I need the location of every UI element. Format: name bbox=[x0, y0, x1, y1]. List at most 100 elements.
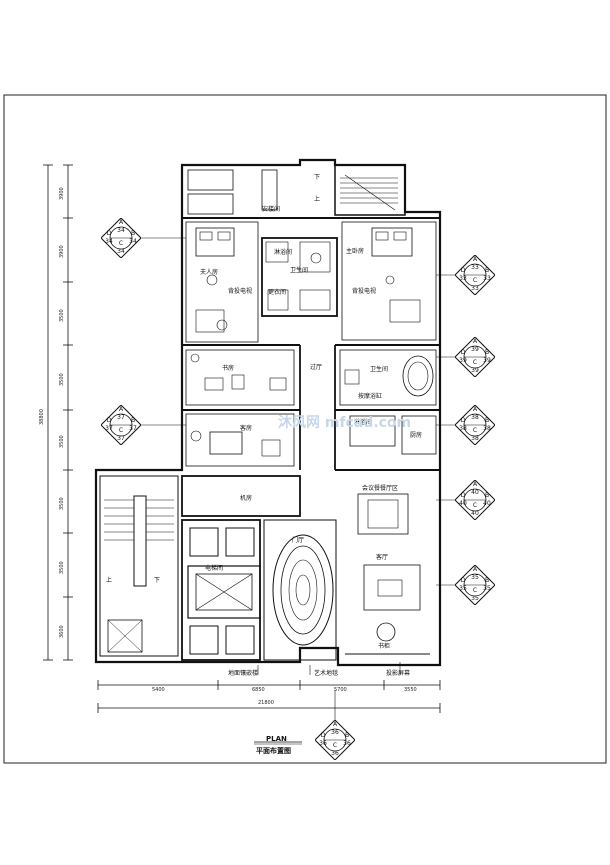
tag-40-n3: 40 bbox=[471, 510, 479, 517]
dim-left-6: 3500 bbox=[59, 497, 65, 510]
tag-38-n4: 38 bbox=[459, 425, 467, 432]
label-study: 书房 bbox=[222, 365, 235, 372]
tag-39-d: D bbox=[460, 349, 466, 356]
label-machine-room: 机房 bbox=[240, 495, 253, 502]
tag-34-n2: 34 bbox=[129, 238, 137, 245]
elevation-tag-33: A 33 D 33 B 33 C 33 bbox=[455, 255, 495, 295]
tag-39-c: C bbox=[472, 359, 478, 366]
tag-37-n4: 37 bbox=[105, 425, 113, 432]
dim-bottom-1: 5400 bbox=[152, 687, 165, 693]
tag-39-n2: 39 bbox=[483, 357, 491, 364]
tag-40-a: A bbox=[472, 481, 478, 488]
tag-34-n1: 34 bbox=[117, 227, 125, 234]
dim-left-total: 38800 bbox=[39, 409, 45, 425]
label-wc-center: 卫生间 bbox=[290, 267, 309, 274]
watermark: 沐风网 mfcad.com bbox=[278, 415, 412, 431]
tag-37-n1: 37 bbox=[117, 414, 125, 421]
plan-title-en: PLAN bbox=[266, 735, 287, 743]
label-down-left: 下 bbox=[154, 577, 161, 584]
label-shower-room: 淋浴间 bbox=[354, 419, 373, 426]
dim-left-5: 3500 bbox=[59, 435, 65, 448]
tag-36-n4: 36 bbox=[319, 740, 327, 747]
tag-36-n2: 36 bbox=[343, 740, 351, 747]
label-master-bedroom: 主卧房 bbox=[346, 248, 365, 255]
tag-40-n1: 40 bbox=[471, 489, 479, 496]
label-guest-room: 客房 bbox=[240, 425, 253, 432]
elevation-tag-39: A 39 D 39 B 39 C 39 bbox=[455, 337, 495, 377]
label-dressing: 更衣间 bbox=[268, 289, 287, 296]
dim-left-2: 3900 bbox=[59, 245, 65, 258]
elevation-tag-38: A 38 D 38 B 38 C 38 bbox=[455, 405, 495, 445]
dim-bottom-4: 3550 bbox=[404, 687, 417, 693]
dim-total: 21800 bbox=[258, 700, 274, 706]
tag-36-c: C bbox=[332, 742, 338, 749]
tag-33-n3: 33 bbox=[471, 285, 479, 292]
tag-34-c: C bbox=[118, 240, 124, 247]
label-wife-room: 夫人房 bbox=[200, 269, 219, 276]
tag-38-n3: 38 bbox=[471, 435, 479, 442]
dim-left-3: 3500 bbox=[59, 309, 65, 322]
elevation-tag-40: A 40 D 40 B 40 C 40 bbox=[455, 480, 495, 520]
elevation-tag-37: A 37 D 37 B 37 C 37 bbox=[101, 405, 141, 445]
label-kitchen: 厨房 bbox=[410, 432, 423, 439]
tag-35-a: A bbox=[472, 566, 478, 573]
label-massage-bath: 按摩浴缸 bbox=[358, 393, 383, 400]
tag-34-n3: 34 bbox=[117, 248, 125, 255]
elevation-tag-36: A 36 D 36 B 36 C 36 bbox=[315, 720, 355, 760]
tag-40-n4: 40 bbox=[459, 500, 467, 507]
tag-40-c: C bbox=[472, 502, 478, 509]
tag-35-b: B bbox=[484, 577, 490, 584]
tag-39-n4: 39 bbox=[459, 357, 467, 364]
tag-33-b: B bbox=[484, 267, 490, 274]
tag-34-d: D bbox=[106, 230, 112, 237]
tag-37-c: C bbox=[118, 427, 124, 434]
tag-39-n1: 39 bbox=[471, 346, 479, 353]
tag-37-n2: 37 bbox=[129, 425, 137, 432]
leader-floor-mosaic: 地面镶嵌楼 bbox=[228, 670, 259, 677]
dim-left-1: 3900 bbox=[59, 187, 65, 200]
tag-33-c: C bbox=[472, 277, 478, 284]
tag-33-n2: 33 bbox=[483, 275, 491, 282]
tag-33-a: A bbox=[472, 256, 478, 263]
tag-33-n4: 33 bbox=[459, 275, 467, 282]
tag-35-n4: 35 bbox=[459, 585, 467, 592]
tag-36-n3: 36 bbox=[331, 750, 339, 757]
tag-38-c: C bbox=[472, 427, 478, 434]
sheet-border bbox=[3, 94, 607, 764]
tag-38-b: B bbox=[484, 417, 490, 424]
dim-bottom-2: 6850 bbox=[252, 687, 265, 693]
label-meeting-dining: 会议餐餐厅区 bbox=[362, 485, 399, 492]
tag-34-a: A bbox=[118, 219, 124, 226]
tag-36-a: A bbox=[332, 721, 338, 728]
label-stairwell-top: 安楼间 bbox=[262, 206, 281, 213]
label-corridor: 过厅 bbox=[310, 364, 323, 371]
label-tv-back-left: 背投电视 bbox=[228, 288, 253, 295]
tag-35-d: D bbox=[460, 577, 466, 584]
label-tv-back-right: 背投电视 bbox=[352, 288, 377, 295]
label-foyer: 门厅 bbox=[292, 537, 305, 544]
tag-36-d: D bbox=[320, 732, 326, 739]
tag-39-n3: 39 bbox=[471, 367, 479, 374]
tag-35-n3: 35 bbox=[471, 595, 479, 602]
tag-37-n3: 37 bbox=[117, 435, 125, 442]
plan-title-cn: 平面布置图 bbox=[256, 747, 291, 755]
tag-37-b: B bbox=[130, 417, 136, 424]
tag-33-n1: 33 bbox=[471, 264, 479, 271]
dim-left-7: 3500 bbox=[59, 561, 65, 574]
tag-37-d: D bbox=[106, 417, 112, 424]
tag-34-b: B bbox=[130, 230, 136, 237]
label-down-top: 下 bbox=[314, 174, 321, 181]
tag-36-b: B bbox=[344, 732, 350, 739]
leader-art-floor: 艺术地毯 bbox=[314, 670, 339, 677]
leader-projection-screen: 投影屏幕 bbox=[386, 670, 411, 677]
tag-35-c: C bbox=[472, 587, 478, 594]
label-bath-top: 淋浴间 bbox=[274, 249, 293, 256]
tag-35-n1: 35 bbox=[471, 574, 479, 581]
tag-34-n4: 34 bbox=[105, 238, 113, 245]
label-bookcase: 书柜 bbox=[378, 643, 391, 650]
tag-35-n2: 35 bbox=[483, 585, 491, 592]
tag-33-d: D bbox=[460, 267, 466, 274]
dim-left-8: 3600 bbox=[59, 625, 65, 638]
